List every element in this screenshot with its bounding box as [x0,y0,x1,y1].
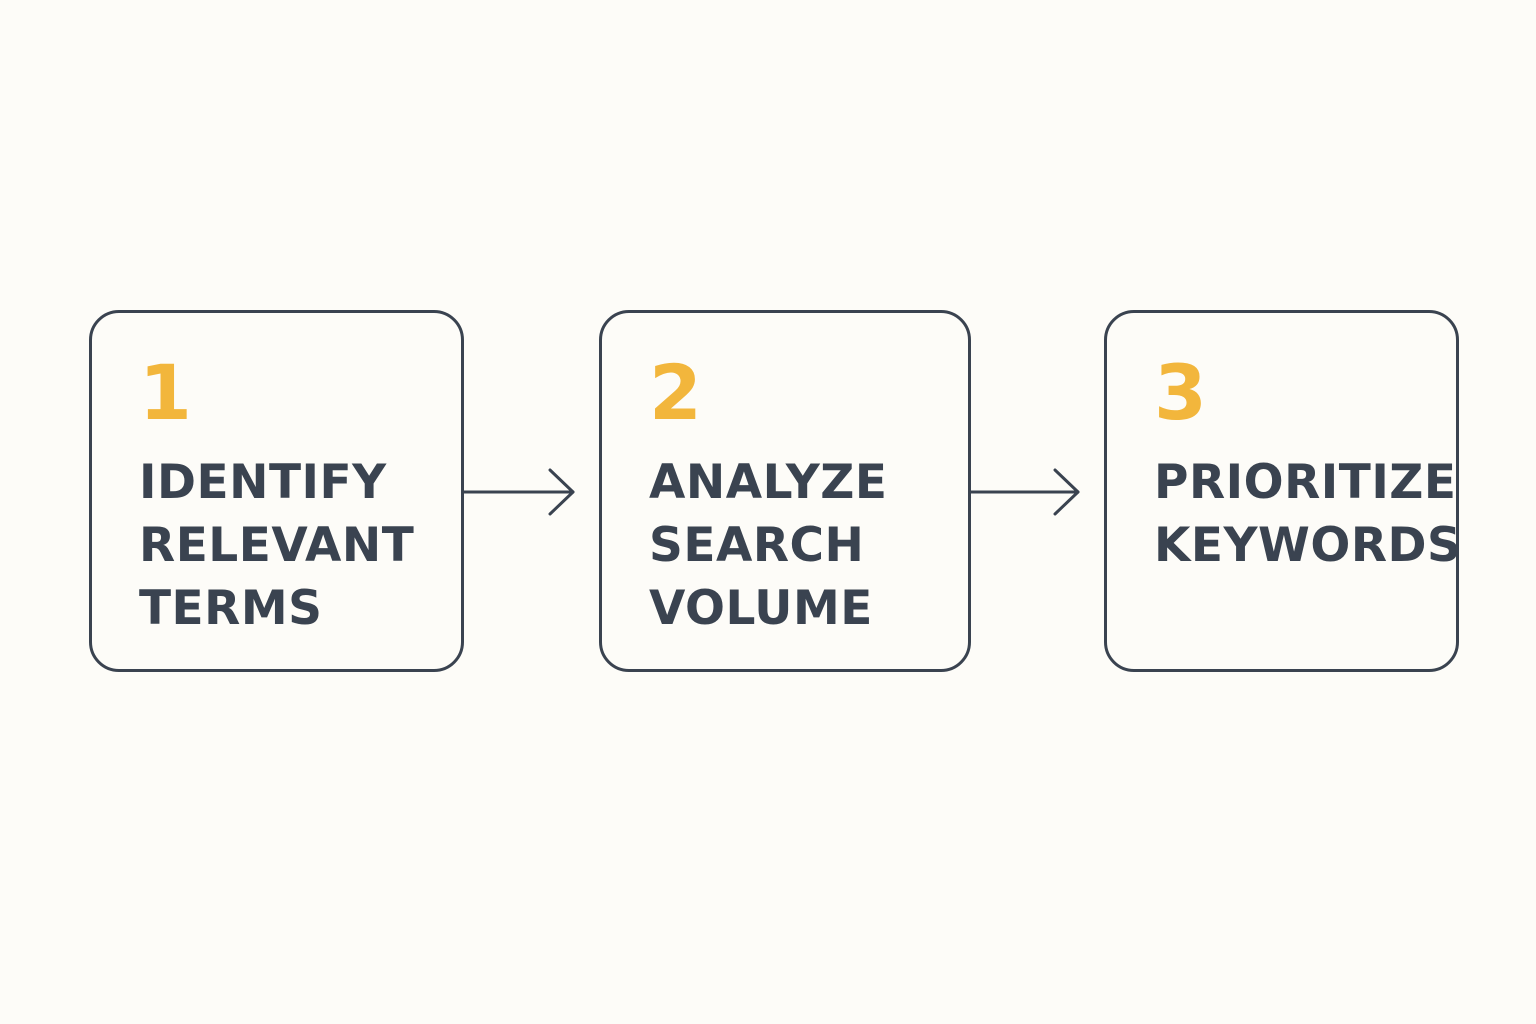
step-1-label-line-3: TERMS [139,581,323,636]
step-3-box: 3 PRIORITIZE KEYWORDS [1104,310,1461,672]
step-3-label-line-1: PRIORITIZE [1154,455,1457,510]
arrow-icon-2-to-3 [971,468,1080,516]
step-1-box: 1 IDENTIFY RELEVANT TERMS [89,310,464,672]
step-2-label-line-3: VOLUME [649,581,873,636]
step-2-label-line-2: SEARCH [649,518,865,573]
step-1-number: 1 [139,348,192,437]
step-2-label: ANALYZE SEARCH VOLUME [649,451,887,640]
step-1-label-line-1: IDENTIFY [139,455,387,510]
step-1-label: IDENTIFY RELEVANT TERMS [139,451,414,640]
arrow-icon-1-to-2 [464,468,575,516]
step-2-number: 2 [649,348,702,437]
step-2-box: 2 ANALYZE SEARCH VOLUME [599,310,971,672]
step-1-label-line-2: RELEVANT [139,518,415,573]
step-3-label: PRIORITIZE KEYWORDS [1154,451,1461,577]
step-3-label-line-2: KEYWORDS [1154,518,1462,573]
step-3-number: 3 [1154,348,1207,437]
step-2-label-line-1: ANALYZE [649,455,888,510]
